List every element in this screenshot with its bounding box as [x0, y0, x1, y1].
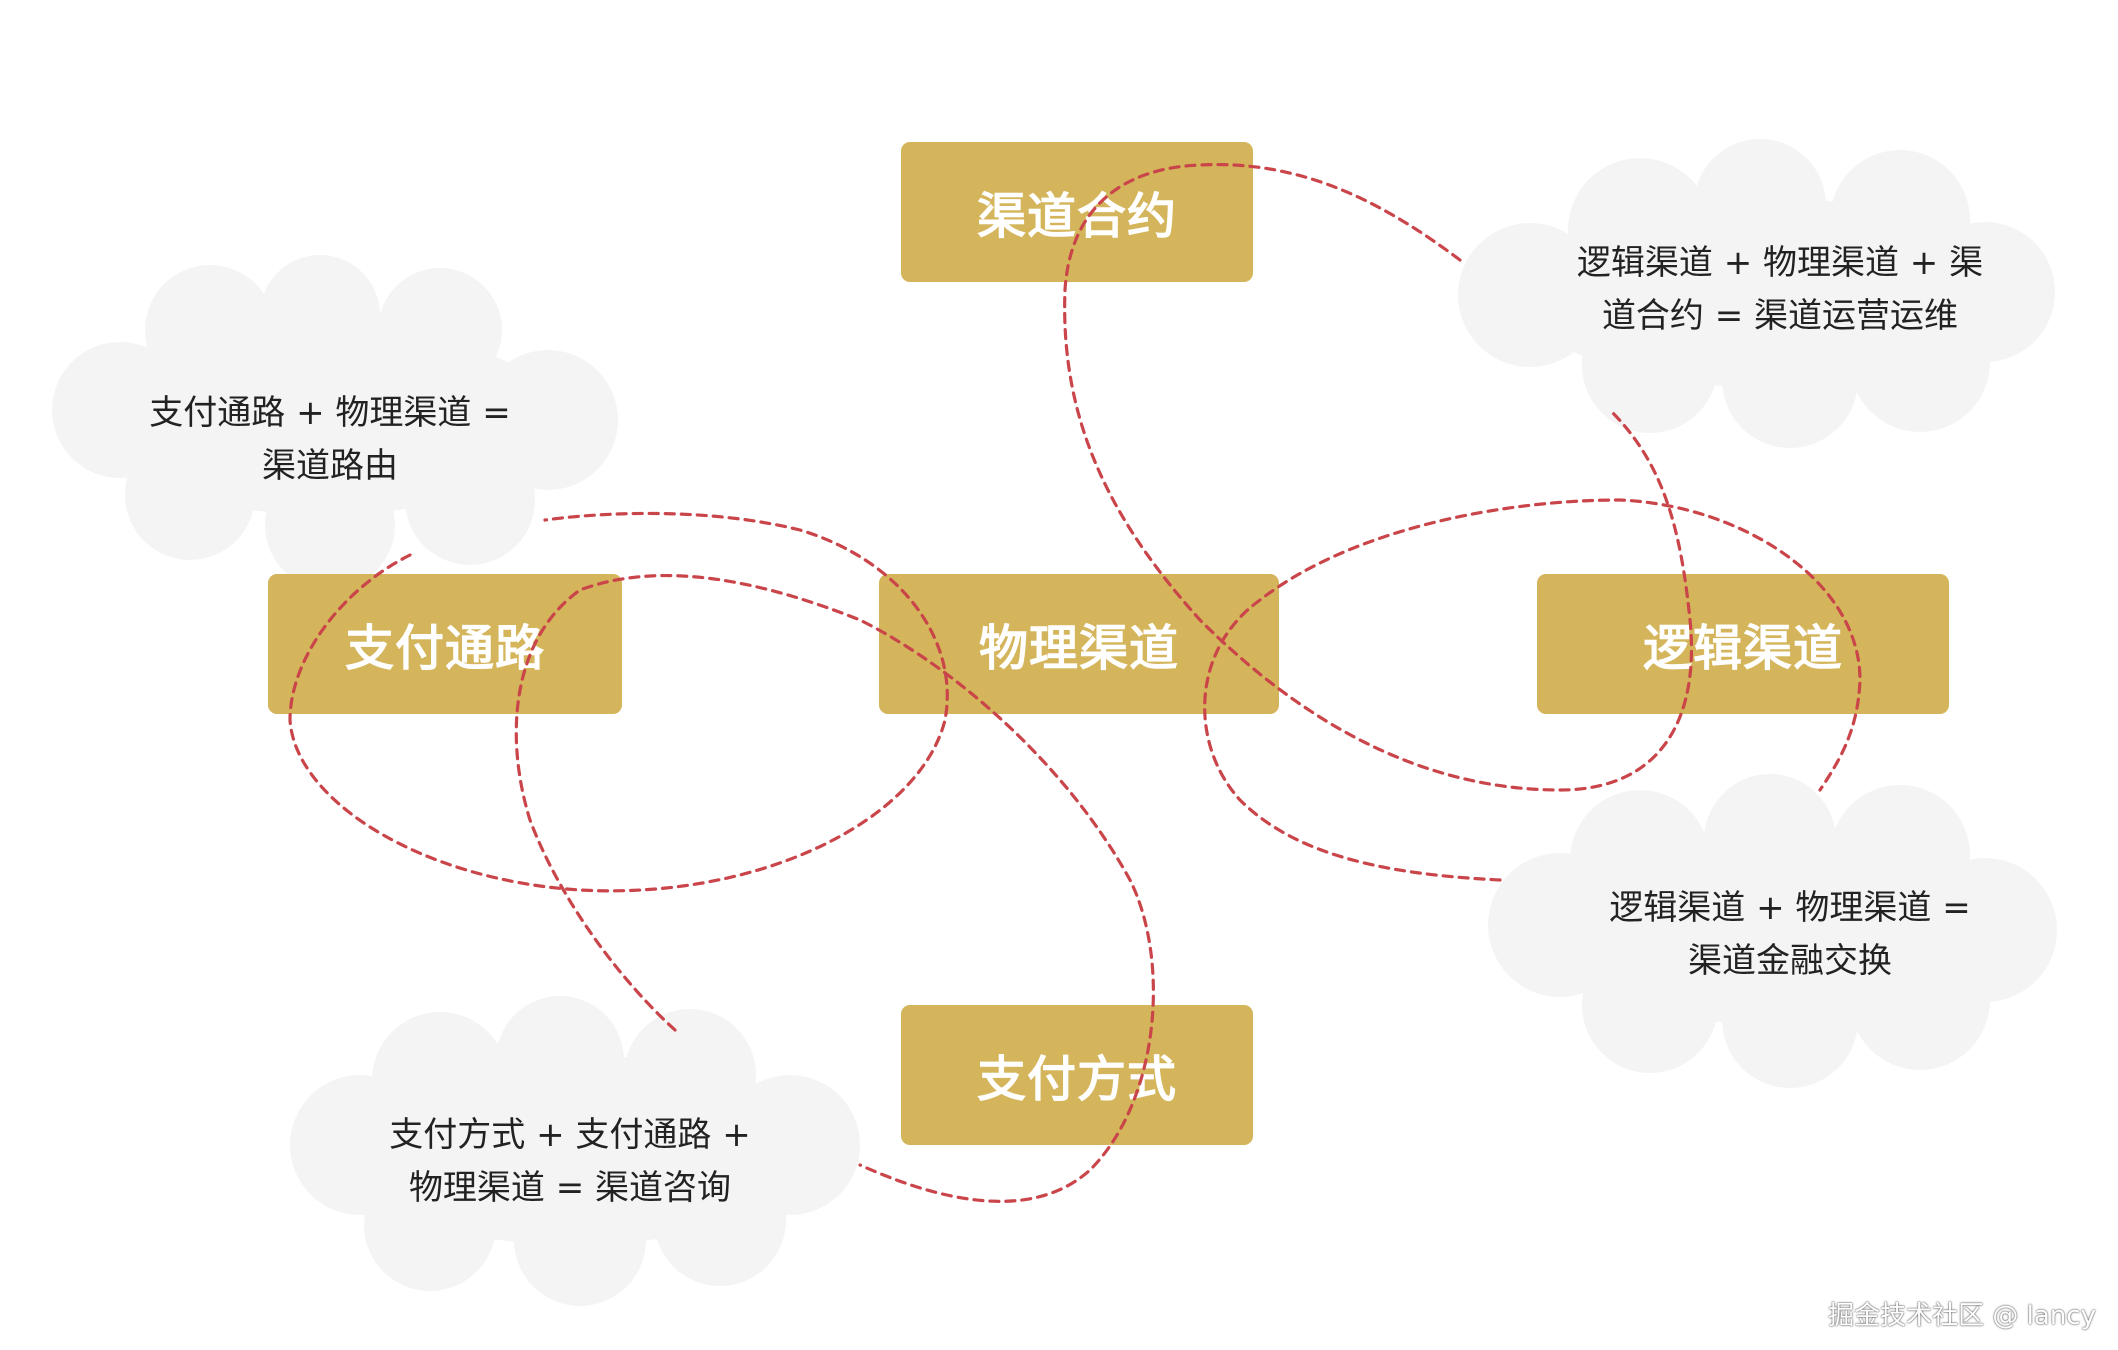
node-channel-contract-label: 渠道合约: [976, 187, 1177, 245]
cloud-bottom-line2: 物理渠道 = 渠道咨询: [408, 1168, 732, 1208]
cloud-bottom-line1: 支付方式 + 支付通路 +: [389, 1115, 751, 1155]
node-payment-route: 支付通路: [268, 574, 622, 714]
node-channel-contract: 渠道合约: [901, 142, 1253, 282]
cloud-top-right-line1: 逻辑渠道 + 物理渠道 + 渠: [1576, 243, 1984, 283]
node-payment-method: 支付方式: [901, 1005, 1253, 1145]
watermark: 掘金技术社区 @ lancy: [1828, 1301, 2096, 1331]
cloud-left-line2: 渠道路由: [262, 446, 398, 486]
cloud-right-text: 逻辑渠道 + 物理渠道 = 渠道金融交换: [1540, 865, 2040, 1005]
node-logical-channel-label: 逻辑渠道: [1642, 619, 1843, 677]
node-payment-method-label: 支付方式: [976, 1050, 1177, 1108]
cloud-top-right-line2: 道合约 = 渠道运营运维: [1601, 296, 1959, 336]
cloud-left-line1: 支付通路 + 物理渠道 =: [149, 393, 511, 433]
cloud-right-line1: 逻辑渠道 + 物理渠道 =: [1609, 888, 1971, 928]
cloud-right-line2: 渠道金融交换: [1688, 941, 1892, 981]
cloud-top-right-text: 逻辑渠道 + 物理渠道 + 渠 道合约 = 渠道运营运维: [1500, 220, 2060, 360]
cloud-left-text: 支付通路 + 物理渠道 = 渠道路由: [90, 370, 570, 510]
cloud-bottom-text: 支付方式 + 支付通路 + 物理渠道 = 渠道咨询: [330, 1092, 810, 1232]
node-physical-channel: 物理渠道: [879, 574, 1279, 714]
node-physical-channel-label: 物理渠道: [978, 619, 1179, 677]
node-logical-channel: 逻辑渠道: [1537, 574, 1949, 714]
node-payment-route-label: 支付通路: [344, 619, 545, 677]
